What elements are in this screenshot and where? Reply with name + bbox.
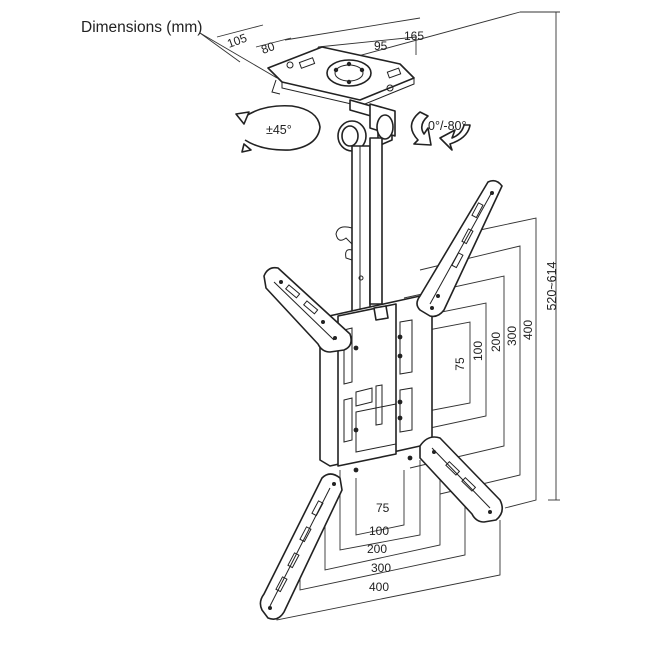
- vesa-v-75: 75: [453, 357, 467, 371]
- vesa-horizontal-labels: 75 100 200 300 400: [367, 501, 391, 594]
- ceiling-plate: [267, 46, 415, 107]
- dim-95-label: 95: [374, 39, 388, 53]
- arm-lower-left: [259, 473, 343, 620]
- arm-lower-right: [419, 436, 504, 523]
- dim-165-label: 165: [404, 29, 424, 43]
- extension-pole: [335, 137, 383, 315]
- dim-105-label: 105: [225, 31, 249, 51]
- vesa-h-75: 75: [376, 501, 390, 515]
- vesa-v-200: 200: [489, 332, 503, 352]
- plate-dimension-labels: 105 80 95 165: [225, 29, 424, 57]
- vesa-v-300: 300: [505, 326, 519, 346]
- vesa-v-100: 100: [471, 341, 485, 361]
- tilt-knob: [337, 114, 394, 152]
- vesa-h-100: 100: [369, 524, 389, 538]
- arm-upper-right: [416, 179, 503, 318]
- diagram-title: Dimensions (mm): [81, 19, 203, 36]
- arm-upper-left: [263, 266, 352, 353]
- extension-lines: [199, 11, 560, 501]
- tilt-rotation: 0°/-80°: [410, 111, 471, 151]
- height-range-label: 520~614: [545, 261, 559, 310]
- tilt-label: 0°/-80°: [428, 119, 467, 133]
- swivel-rotation: ±45°: [235, 104, 321, 153]
- vesa-h-300: 300: [371, 561, 391, 575]
- dim-80-label: 80: [259, 39, 277, 57]
- vesa-v-400: 400: [521, 320, 535, 340]
- vesa-h-200: 200: [367, 542, 387, 556]
- vesa-h-400: 400: [369, 580, 389, 594]
- vesa-vertical-labels: 75 100 200 300 400: [453, 320, 535, 371]
- swivel-label: ±45°: [266, 123, 292, 137]
